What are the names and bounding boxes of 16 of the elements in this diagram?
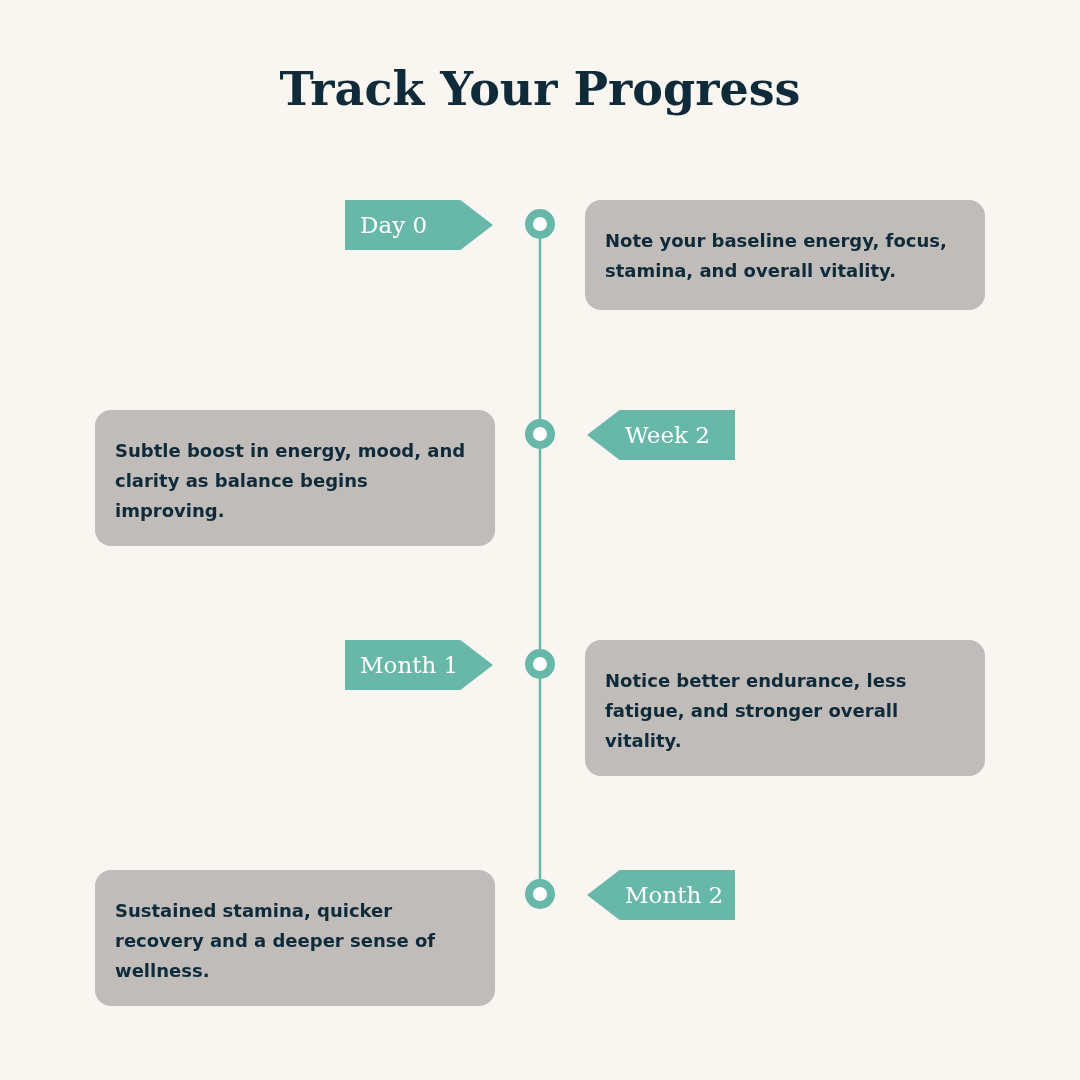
description-card: Subtle boost in energy, mood, and clarity as balance begins improving. — [95, 410, 495, 546]
timeline-line — [538, 449, 542, 649]
timeline-marker — [525, 879, 555, 909]
timeline-marker — [525, 649, 555, 679]
description-card: Note your baseline energy, focus, stamina, and overall vitality. — [585, 200, 985, 310]
timeline-marker — [525, 419, 555, 449]
description-card: Sustained stamina, quicker recovery and a deeper sense of wellness. — [95, 870, 495, 1006]
timeline-marker — [525, 209, 555, 239]
milestone-tag: Day 0 — [345, 200, 493, 250]
milestone-tag: Month 1 — [345, 640, 493, 690]
description-card: Notice better endurance, less fatigue, and stronger overall vitality. — [585, 640, 985, 776]
milestone-tag: Month 2 — [587, 870, 735, 920]
milestone-tag: Week 2 — [587, 410, 735, 460]
timeline-line — [538, 679, 542, 879]
title: Track Your Progress — [278, 62, 802, 116]
timeline-line — [538, 239, 542, 419]
